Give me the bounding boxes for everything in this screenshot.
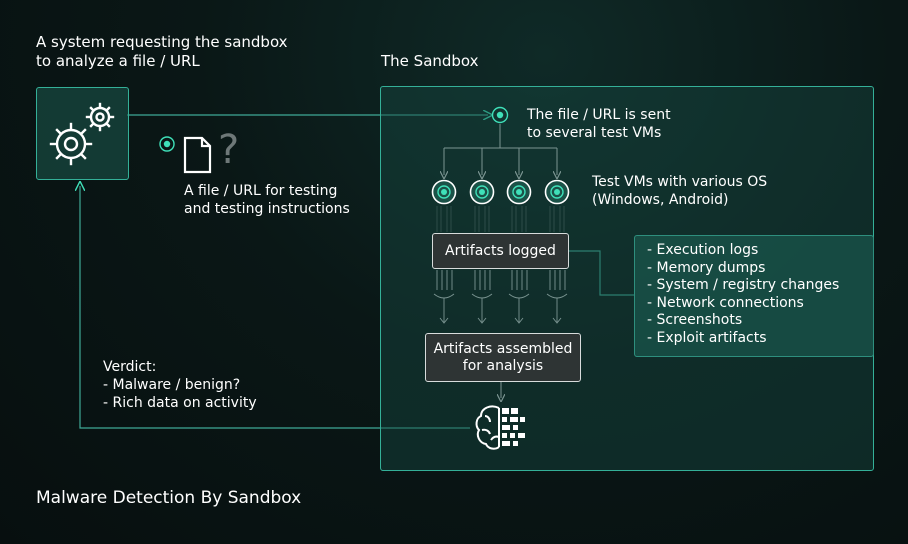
vm-node-icon xyxy=(431,179,457,205)
file-label-line: and testing instructions xyxy=(184,201,350,217)
arrow-to-system xyxy=(80,186,470,429)
artifacts-logged-box: Artifacts logged xyxy=(432,233,569,269)
sent-label-line: to several test VMs xyxy=(527,125,662,141)
question-mark: ? xyxy=(218,127,240,173)
gears-icon xyxy=(49,102,115,166)
footer-title: Malware Detection By Sandbox xyxy=(36,488,302,508)
list-item: - System / registry changes xyxy=(647,277,840,294)
assembled-line: for analysis xyxy=(462,357,544,374)
brain-chip-icon xyxy=(475,405,525,450)
entry-node-icon xyxy=(491,106,509,124)
system-label: A system requesting the sandbox to analy… xyxy=(36,33,288,71)
system-box xyxy=(36,87,129,180)
vm-node-icon xyxy=(544,179,570,205)
sent-label-line: The file / URL is sent xyxy=(527,107,671,123)
artifact-list: - Execution logs - Memory dumps - System… xyxy=(634,235,874,357)
document-icon xyxy=(183,136,212,174)
list-item: - Execution logs xyxy=(647,242,759,258)
verdict-label: Verdict: - Malware / benign? - Rich data… xyxy=(103,358,257,412)
artifacts-assembled-box: Artifacts assembled for analysis xyxy=(425,333,581,382)
vm-node-icon xyxy=(506,179,532,205)
file-label-line: A file / URL for testing xyxy=(184,183,338,199)
file-node-icon xyxy=(159,136,175,152)
sandbox-title: The Sandbox xyxy=(381,52,479,70)
vms-label-line: (Windows, Android) xyxy=(592,192,729,208)
verdict-line: - Malware / benign? xyxy=(103,377,241,393)
verdict-line: Verdict: xyxy=(103,359,157,375)
list-item: - Exploit artifacts xyxy=(647,329,767,346)
list-item: - Network connections xyxy=(647,294,804,311)
vms-label-line: Test VMs with various OS xyxy=(592,174,768,190)
list-item: - Screenshots xyxy=(647,312,743,329)
system-label-line: A system requesting the sandbox xyxy=(36,33,288,51)
file-label: A file / URL for testing and testing ins… xyxy=(184,182,350,218)
vms-label: Test VMs with various OS (Windows, Andro… xyxy=(592,173,767,209)
system-label-line: to analyze a file / URL xyxy=(36,52,200,70)
list-item: - Memory dumps xyxy=(647,259,766,276)
sent-label: The file / URL is sent to several test V… xyxy=(527,106,671,142)
assembled-line: Artifacts assembled xyxy=(433,340,573,357)
vm-node-icon xyxy=(469,179,495,205)
verdict-line: - Rich data on activity xyxy=(103,395,257,411)
